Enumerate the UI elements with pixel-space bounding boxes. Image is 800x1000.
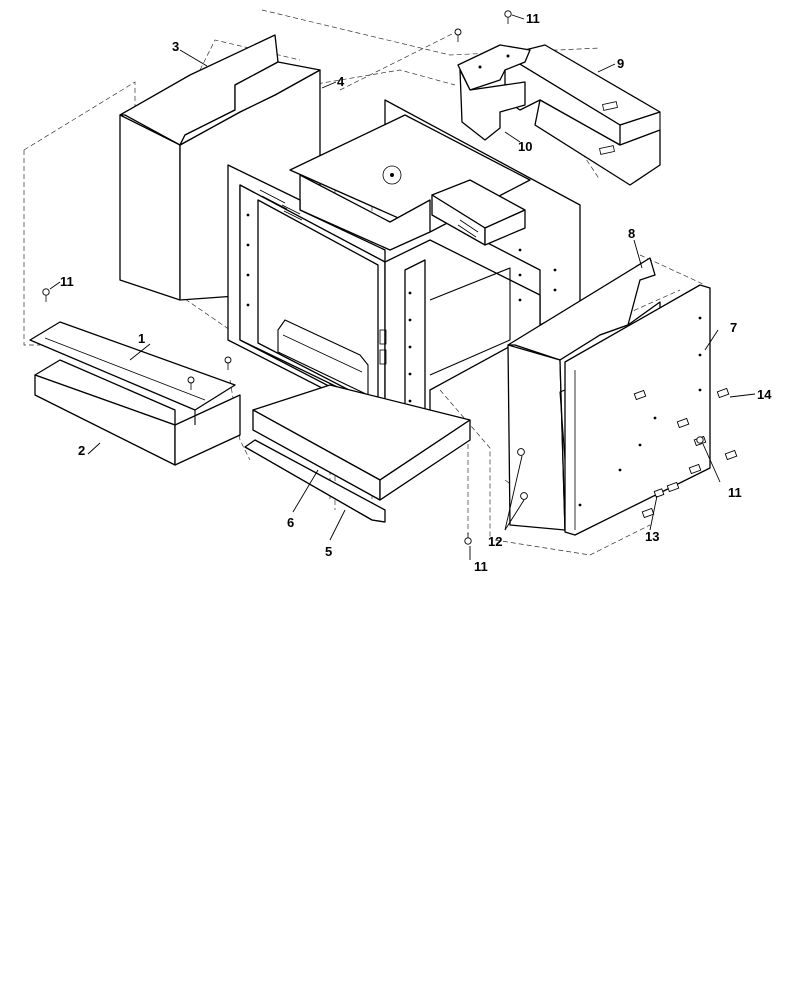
- oven-cavity-frame: [227, 99, 581, 501]
- screw-12-b: [520, 492, 528, 500]
- callout-2: 2: [78, 443, 85, 458]
- standoff-e: [688, 463, 702, 475]
- bottom-plate-5: [244, 439, 386, 523]
- callout-14: 14: [757, 387, 772, 402]
- fasteners: [42, 10, 738, 545]
- screw-11-right: [696, 436, 704, 444]
- callout-11-bottom: 11: [474, 559, 488, 574]
- callout-labels: 1 2 3 4 5 6 7 8 9 10 11 11 11 11 12 13 1…: [60, 11, 772, 574]
- screw-11-top-b: [454, 28, 462, 42]
- bottom-bracket-2: [34, 359, 241, 466]
- standoff-b: [676, 417, 690, 429]
- screw-11-left: [42, 288, 50, 302]
- screw-bottom-shield-b: [224, 356, 232, 370]
- callout-7: 7: [730, 320, 737, 335]
- callout-8: 8: [628, 226, 635, 241]
- leader-lines: [49, 14, 756, 560]
- standoff-13: [653, 488, 665, 498]
- callout-9: 9: [617, 56, 624, 71]
- callout-11-left: 11: [60, 274, 74, 289]
- callout-11-right: 11: [728, 485, 742, 500]
- standoff-a: [633, 389, 647, 401]
- callout-10: 10: [518, 139, 532, 154]
- callout-12: 12: [488, 534, 502, 549]
- screw-12-a: [517, 448, 525, 456]
- callout-4: 4: [337, 74, 345, 89]
- side-panel-7: [564, 284, 711, 536]
- top-heat-shield-9: [504, 44, 661, 186]
- callout-1: 1: [138, 331, 145, 346]
- standoff-f: [666, 481, 680, 493]
- callout-11-top: 11: [526, 11, 540, 26]
- callout-6: 6: [287, 515, 294, 530]
- standoff-g: [641, 507, 655, 519]
- bottom-shield-1: [29, 321, 236, 411]
- screw-11-top: [504, 10, 512, 24]
- screw-bottom-shield-a: [187, 376, 195, 390]
- standoff-14: [716, 387, 730, 399]
- screw-11-bottom: [464, 533, 472, 545]
- callout-13: 13: [645, 529, 659, 544]
- standoff-d: [724, 449, 738, 461]
- callout-5: 5: [325, 544, 332, 559]
- callout-3: 3: [172, 39, 179, 54]
- top-heat-shield-10: [457, 44, 531, 141]
